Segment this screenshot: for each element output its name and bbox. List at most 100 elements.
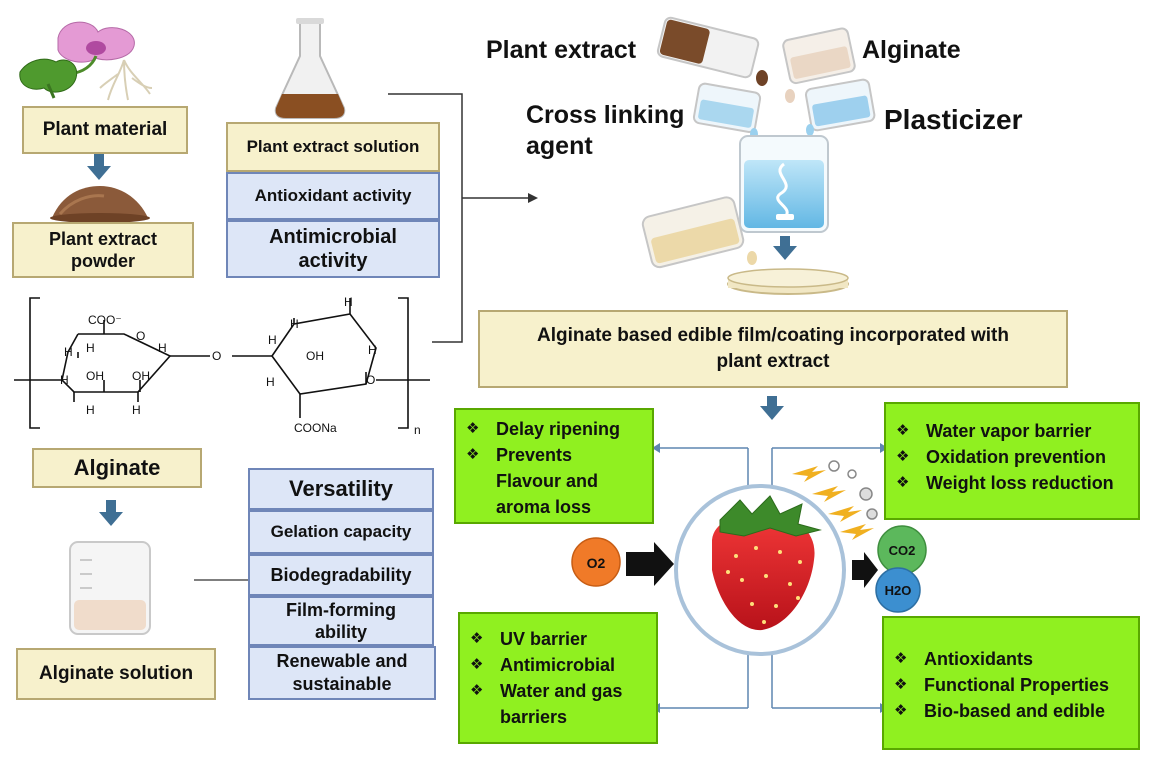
benefit-item: ❖ UV barrier xyxy=(470,626,646,652)
alginate-solution-label: Alginate solution xyxy=(38,663,194,684)
bridge-oxygen-label: O xyxy=(212,349,221,363)
benefit-item: ❖ Oxidation prevention xyxy=(896,444,1128,470)
alginate-mix-label: Alginate xyxy=(862,36,961,64)
o2-label: O2 xyxy=(587,555,606,571)
diamond-bullet-icon: ❖ xyxy=(466,446,480,463)
benefit-label: Oxidation prevention xyxy=(926,447,1107,467)
diamond-bullet-icon: ❖ xyxy=(894,650,908,667)
plant-material-icon xyxy=(19,21,153,101)
benefits-bottom-right: ❖ Antioxidants ❖ Functional Properties ❖ Bi… xyxy=(882,616,1140,750)
co2-label: CO2 xyxy=(889,543,916,558)
diamond-bullet-icon: ❖ xyxy=(896,422,910,439)
benefit-item: ❖ Water and gas barriers xyxy=(470,678,646,730)
h-label: H xyxy=(132,403,141,417)
alginate-solution-box: Alginate solution xyxy=(16,648,216,700)
alginate-box: Alginate xyxy=(32,448,202,488)
arrow-alginate-to-solution xyxy=(99,500,123,526)
benefit-label: Delay ripening xyxy=(496,419,621,439)
h-label: H xyxy=(344,295,353,309)
property-gelation-capacity: Gelation capacity xyxy=(248,510,434,554)
plant-extract-label: Plant extract xyxy=(486,36,637,64)
antioxidant-activity-label: Antioxidant activity xyxy=(254,186,412,205)
plant-extract-solution-label: Plant extract solution xyxy=(246,137,420,156)
oh-label: OH xyxy=(132,369,150,383)
diamond-bullet-icon: ❖ xyxy=(894,702,908,719)
benefit-item: ❖ Water vapor barrier xyxy=(896,418,1128,444)
result-box: Alginate based edible film/coating incor… xyxy=(478,310,1068,388)
h-label: H xyxy=(266,375,275,389)
antioxidant-activity-box: Antioxidant activity xyxy=(226,172,440,220)
plant-material-box: Plant material xyxy=(22,106,188,154)
diamond-bullet-icon: ❖ xyxy=(894,676,908,693)
plant-extract-powder-box: Plant extract powder xyxy=(12,222,194,278)
property-versatility: Versatility xyxy=(248,468,434,510)
powder-pile-icon xyxy=(50,186,150,223)
diamond-bullet-icon: ❖ xyxy=(896,448,910,465)
benefit-label: Antioxidants xyxy=(924,649,1034,669)
alginate-structure xyxy=(14,297,430,429)
benefit-label: Antimicrobial xyxy=(500,655,616,675)
benefit-item: ❖ Bio-based and edible xyxy=(894,698,1128,724)
h-label: H xyxy=(60,373,69,387)
arrow-to-mixing xyxy=(528,193,538,203)
h2o-bubble-icon xyxy=(875,567,921,613)
ring-oxygen-label: O xyxy=(366,373,375,387)
diamond-bullet-icon: ❖ xyxy=(466,420,480,437)
benefits-bottom-left: ❖ UV barrier ❖ Antimicrobial ❖ Water and ga… xyxy=(458,612,658,744)
property-label: Gelation capacity xyxy=(270,522,412,541)
h-label: H xyxy=(158,341,167,355)
arrow-material-to-powder xyxy=(87,154,111,180)
strawberry-icon xyxy=(674,484,846,656)
alginate-structure-labels: COO⁻ O H H H H OH OH H H O H H OH H H O … xyxy=(60,295,421,437)
alginate-label: Alginate xyxy=(73,455,161,480)
property-label: Versatility xyxy=(289,476,393,501)
benefit-label: Water vapor barrier xyxy=(926,421,1092,441)
property-label: Biodegradability xyxy=(270,564,412,585)
h2o-label: H2O xyxy=(885,583,912,598)
uv-microbe-rays-icon xyxy=(792,460,878,540)
h-label: H xyxy=(290,317,299,331)
coo-label: COO⁻ xyxy=(88,313,122,327)
h-label: H xyxy=(268,333,277,347)
benefits-top-left: ❖ Delay ripening ❖ Prevents Flavour and ar… xyxy=(454,408,654,524)
o2-arrow-icon xyxy=(626,542,674,586)
benefit-label: UV barrier xyxy=(500,629,588,649)
benefit-item: ❖ Prevents Flavour and aroma loss xyxy=(466,442,642,520)
subscript-n-label: n xyxy=(414,423,421,437)
extract-flask-icon xyxy=(274,18,346,119)
benefit-label: Prevents Flavour and aroma loss xyxy=(496,445,599,517)
benefit-label: Water and gas barriers xyxy=(500,681,623,727)
oh-label: OH xyxy=(86,369,104,383)
o2-bubble-icon xyxy=(571,537,621,587)
h-label: H xyxy=(86,403,95,417)
connector-to-mixing xyxy=(388,93,528,343)
property-film-forming: Film-forming ability xyxy=(248,596,434,646)
h-label: H xyxy=(64,345,73,359)
plant-extract-powder-label: Plant extract powder xyxy=(48,229,158,271)
benefit-item: ❖ Delay ripening xyxy=(466,416,642,442)
benefits-top-right: ❖ Water vapor barrier ❖ Oxidation preventi… xyxy=(884,402,1140,520)
antimicrobial-activity-label: Antimicrobial activity xyxy=(269,226,397,272)
plant-material-label: Plant material xyxy=(42,119,168,140)
plant-extract-solution-box: Plant extract solution xyxy=(226,122,440,172)
property-label: Renewable and sustainable xyxy=(276,651,408,694)
plasticizer-label: Plasticizer xyxy=(884,104,1023,135)
benefit-item: ❖ Functional Properties xyxy=(894,672,1128,698)
antimicrobial-activity-box: Antimicrobial activity xyxy=(226,220,440,278)
diamond-bullet-icon: ❖ xyxy=(896,474,910,491)
cross-linking-agent-label: Cross linking agent xyxy=(526,101,685,160)
benefit-label: Functional Properties xyxy=(924,675,1110,695)
benefit-label: Weight loss reduction xyxy=(926,473,1114,493)
coona-label: COONa xyxy=(294,421,337,435)
benefit-item: ❖ Antioxidants xyxy=(894,646,1128,672)
diamond-bullet-icon: ❖ xyxy=(470,630,484,647)
property-label: Film-forming ability xyxy=(286,600,396,642)
alginate-solution-beaker-icon xyxy=(69,541,151,635)
diamond-bullet-icon: ❖ xyxy=(470,682,484,699)
result-label: Alginate based edible film/coating incor… xyxy=(537,325,1009,372)
benefit-label: Bio-based and edible xyxy=(924,701,1106,721)
arrow-result-to-fruit xyxy=(760,396,784,420)
out-arrow-icon xyxy=(852,552,878,588)
mixing-illustration xyxy=(641,16,876,295)
